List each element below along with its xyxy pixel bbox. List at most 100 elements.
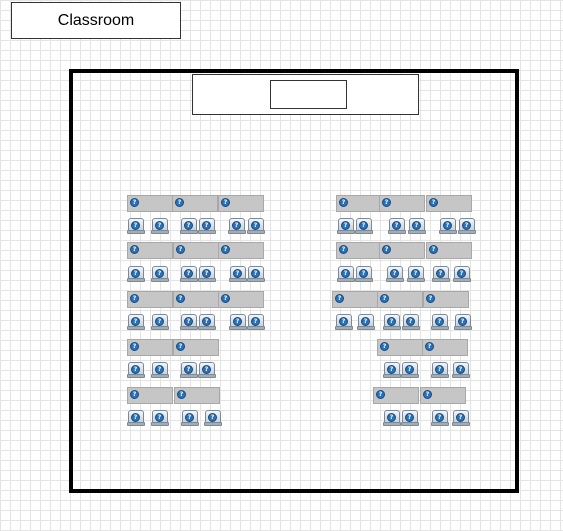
chair-icon[interactable]: ? (355, 266, 373, 282)
chair-icon[interactable]: ? (228, 218, 246, 234)
chair-icon[interactable]: ? (337, 266, 355, 282)
chair-icon[interactable]: ? (151, 410, 169, 426)
student-desk[interactable]: ? (173, 291, 219, 308)
student-desk[interactable]: ? (423, 291, 469, 308)
student-desk[interactable]: ? (377, 291, 423, 308)
chair-seat (407, 278, 425, 282)
chair-icon[interactable]: ? (204, 410, 222, 426)
chair-icon[interactable]: ? (151, 218, 169, 234)
chair-seat (408, 230, 426, 234)
student-desk[interactable]: ? (218, 242, 264, 259)
chair-icon[interactable]: ? (337, 218, 355, 234)
chair-icon[interactable]: ? (247, 266, 265, 282)
chair-seat (151, 230, 169, 234)
chair-seat (335, 326, 353, 330)
question-mark-icon: ? (339, 198, 348, 207)
chair-seat (458, 230, 476, 234)
chair-icon[interactable]: ? (151, 362, 169, 378)
chair-icon[interactable]: ? (401, 410, 419, 426)
chair-icon[interactable]: ? (431, 362, 449, 378)
chair-icon[interactable]: ? (181, 410, 199, 426)
student-desk[interactable]: ? (373, 387, 419, 404)
chair-seat (228, 230, 246, 234)
chair-icon[interactable]: ? (383, 362, 401, 378)
student-desk[interactable]: ? (336, 195, 382, 212)
chair-icon[interactable]: ? (335, 314, 353, 330)
chair-icon[interactable]: ? (388, 218, 406, 234)
student-desk[interactable]: ? (426, 242, 472, 259)
chair-icon[interactable]: ? (127, 362, 145, 378)
chair-icon[interactable]: ? (127, 218, 145, 234)
chair-icon[interactable]: ? (127, 266, 145, 282)
question-mark-icon: ? (184, 365, 193, 374)
chair-icon[interactable]: ? (453, 266, 471, 282)
student-desk[interactable]: ? (379, 242, 425, 259)
chair-icon[interactable]: ? (401, 362, 419, 378)
student-desk[interactable]: ? (332, 291, 378, 308)
chair-seat (198, 326, 216, 330)
chair-seat (383, 422, 401, 426)
question-mark-icon: ? (382, 198, 391, 207)
student-desk[interactable]: ? (127, 242, 173, 259)
student-desk[interactable]: ? (336, 242, 382, 259)
chair-icon[interactable]: ? (180, 266, 198, 282)
chair-icon[interactable]: ? (198, 218, 216, 234)
question-mark-icon: ? (185, 413, 194, 422)
question-mark-icon: ? (387, 365, 396, 374)
chair-icon[interactable]: ? (180, 218, 198, 234)
chair-seat (198, 374, 216, 378)
chair-icon[interactable]: ? (357, 314, 375, 330)
chair-icon[interactable]: ? (431, 410, 449, 426)
teacher-desk[interactable] (270, 80, 347, 109)
chair-icon[interactable]: ? (198, 314, 216, 330)
chair-icon[interactable]: ? (432, 266, 450, 282)
student-desk[interactable]: ? (173, 339, 219, 356)
chair-icon[interactable]: ? (458, 218, 476, 234)
question-mark-icon: ? (382, 245, 391, 254)
student-desk[interactable]: ? (422, 339, 468, 356)
student-desk[interactable]: ? (172, 195, 218, 212)
student-desk[interactable]: ? (173, 242, 219, 259)
student-desk[interactable]: ? (420, 387, 466, 404)
chair-icon[interactable]: ? (383, 410, 401, 426)
chair-icon[interactable]: ? (407, 266, 425, 282)
student-desk[interactable]: ? (127, 291, 173, 308)
chair-icon[interactable]: ? (151, 266, 169, 282)
student-desk[interactable]: ? (379, 195, 425, 212)
student-desk[interactable]: ? (174, 387, 220, 404)
chair-icon[interactable]: ? (180, 314, 198, 330)
question-mark-icon: ? (359, 221, 368, 230)
chair-icon[interactable]: ? (198, 362, 216, 378)
chair-icon[interactable]: ? (127, 410, 145, 426)
chair-icon[interactable]: ? (454, 314, 472, 330)
student-desk[interactable]: ? (218, 291, 264, 308)
chair-seat (198, 230, 216, 234)
chair-seat (229, 278, 247, 282)
chair-icon[interactable]: ? (229, 266, 247, 282)
student-desk[interactable]: ? (377, 339, 423, 356)
chair-icon[interactable]: ? (439, 218, 457, 234)
chair-icon[interactable]: ? (408, 218, 426, 234)
chair-icon[interactable]: ? (452, 410, 470, 426)
chair-icon[interactable]: ? (386, 266, 404, 282)
chair-seat (439, 230, 457, 234)
student-desk[interactable]: ? (426, 195, 472, 212)
student-desk[interactable]: ? (218, 195, 264, 212)
chair-icon[interactable]: ? (247, 314, 265, 330)
chair-icon[interactable]: ? (151, 314, 169, 330)
chair-seat (247, 326, 265, 330)
chair-icon[interactable]: ? (247, 218, 265, 234)
chair-icon[interactable]: ? (229, 314, 247, 330)
chair-icon[interactable]: ? (452, 362, 470, 378)
student-desk[interactable]: ? (127, 387, 173, 404)
chair-icon[interactable]: ? (180, 362, 198, 378)
student-desk[interactable]: ? (127, 339, 173, 356)
chair-icon[interactable]: ? (402, 314, 420, 330)
chair-icon[interactable]: ? (383, 314, 401, 330)
chair-icon[interactable]: ? (198, 266, 216, 282)
student-desk[interactable]: ? (127, 195, 173, 212)
chair-icon[interactable]: ? (431, 314, 449, 330)
chair-icon[interactable]: ? (127, 314, 145, 330)
classroom-title-box[interactable]: Classroom (11, 2, 181, 39)
chair-icon[interactable]: ? (355, 218, 373, 234)
